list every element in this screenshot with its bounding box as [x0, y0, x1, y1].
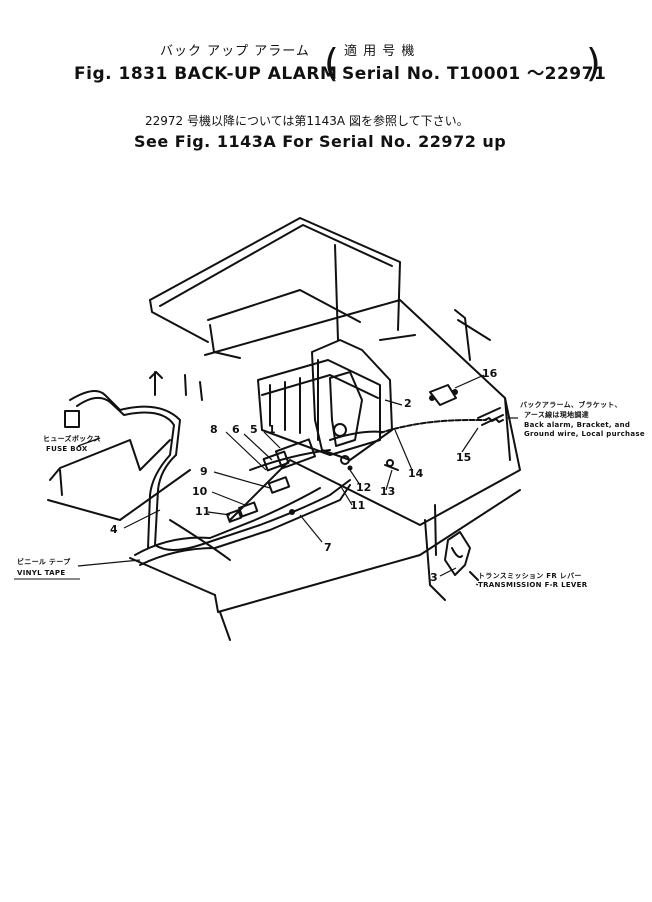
purchase-note-jp-2: アース線は現地調達 — [524, 411, 589, 419]
callout-9: 9 — [200, 465, 208, 478]
title-jp: バック アップ アラーム — [160, 44, 310, 59]
callout-8: 8 — [210, 423, 218, 436]
vinyl-tape-label-jp: ビニール テープ — [17, 558, 71, 566]
fuse-box-label: FUSE BOX — [46, 445, 88, 453]
callout-2: 2 — [404, 397, 412, 410]
purchase-note-en-1: Back alarm, Bracket, and — [524, 421, 631, 429]
purchase-note-jp-1: バックアラーム、ブラケット、 — [520, 401, 622, 409]
callout-16: 16 — [482, 367, 498, 380]
callout-10: 10 — [192, 485, 208, 498]
transmission-label: TRANSMISSION F-R LEVER — [478, 581, 588, 589]
callout-13: 13 — [380, 485, 396, 498]
callout-5: 5 — [250, 423, 258, 436]
close-paren: ) — [586, 41, 601, 85]
serial-range: Serial No. T10001 ～22971 — [342, 64, 607, 84]
open-paren: ( — [324, 41, 339, 85]
callout-12: 12 — [356, 481, 372, 494]
callout-11-right: 11 — [350, 499, 366, 512]
callout-15: 15 — [456, 451, 472, 464]
callout-4: 4 — [110, 523, 118, 536]
callout-7: 7 — [324, 541, 332, 554]
callout-6: 6 — [232, 423, 240, 436]
transmission-label-jp: トランスミッション FR レバー — [478, 572, 582, 580]
callout-11-left: 11 — [195, 505, 211, 518]
callout-1: 1 — [268, 423, 276, 436]
vinyl-tape-label: VINYL TAPE — [17, 569, 66, 577]
figure-title: Fig. 1831 BACK-UP ALARM — [74, 64, 338, 84]
purchase-note-en-2: Ground wire, Local purchase — [524, 430, 645, 438]
note-jp: 22972 号機以降については第1143A 図を参照して下さい。 — [145, 114, 469, 128]
callout-3: 3 — [430, 571, 438, 584]
fuse-box-label-jp: ヒューズボックス — [43, 435, 101, 443]
callout-14: 14 — [408, 467, 424, 480]
vinyl-tape-underline — [14, 578, 80, 580]
serial-jp: 適 用 号 機 — [344, 44, 416, 59]
note-en: See Fig. 1143A For Serial No. 22972 up — [134, 132, 507, 151]
